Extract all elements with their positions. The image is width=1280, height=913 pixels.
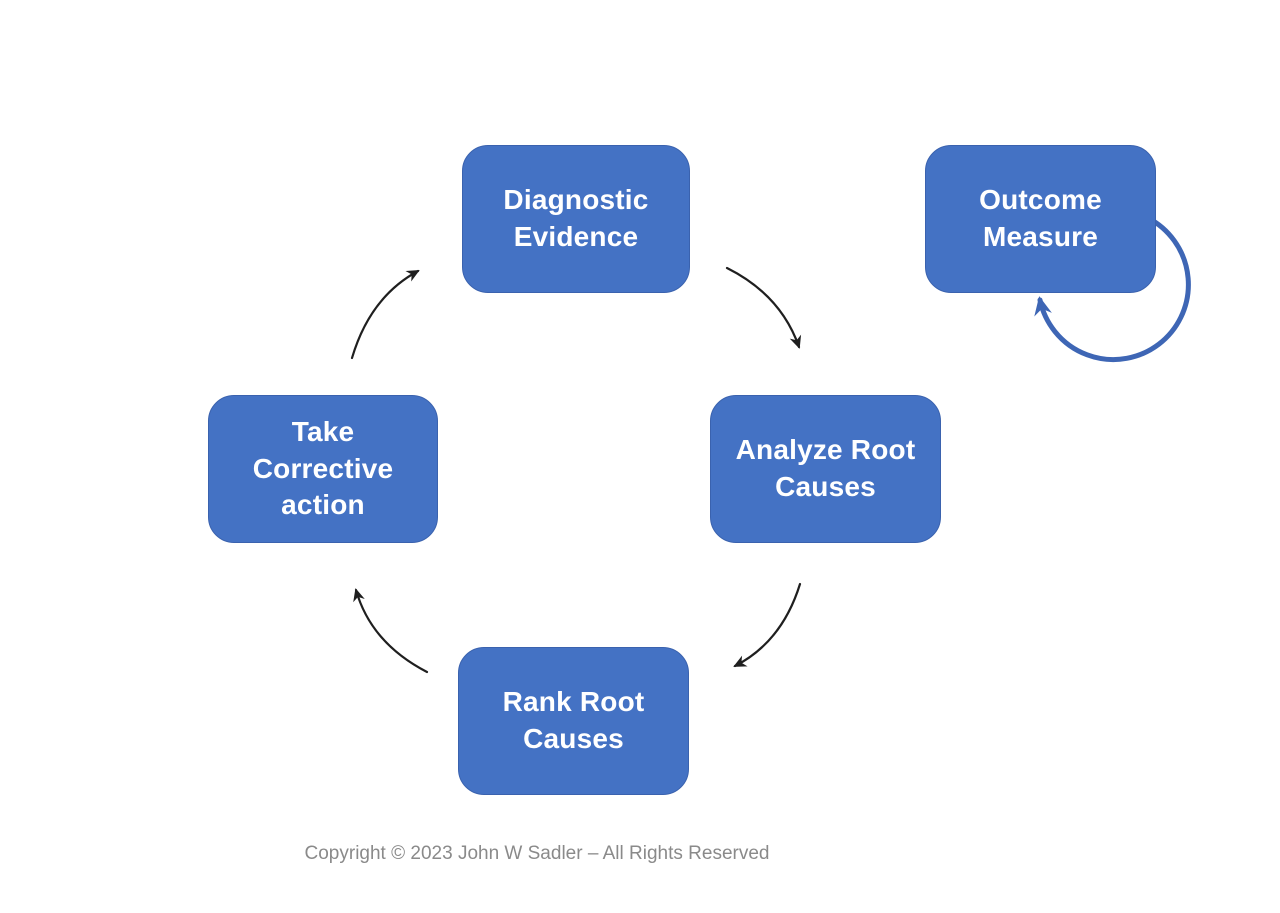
node-analyze-root-causes: Analyze Root Causes	[710, 395, 941, 543]
node-rank-root-causes: Rank Root Causes	[458, 647, 689, 795]
node-diagnostic-evidence: Diagnostic Evidence	[462, 145, 690, 293]
arrow-corrective-to-diagnostic	[350, 269, 420, 360]
node-outcome-measure: Outcome Measure	[925, 145, 1156, 293]
arrow-outcome-self-loop	[1034, 215, 1191, 363]
arrow-analyze-to-rank	[733, 582, 802, 668]
copyright-text: Copyright © 2023 John W Sadler – All Rig…	[304, 843, 770, 864]
arrow-diagnostic-to-analyze	[725, 266, 802, 349]
node-take-corrective-action: Take Corrective action	[208, 395, 438, 543]
arrow-rank-to-corrective	[353, 588, 429, 674]
